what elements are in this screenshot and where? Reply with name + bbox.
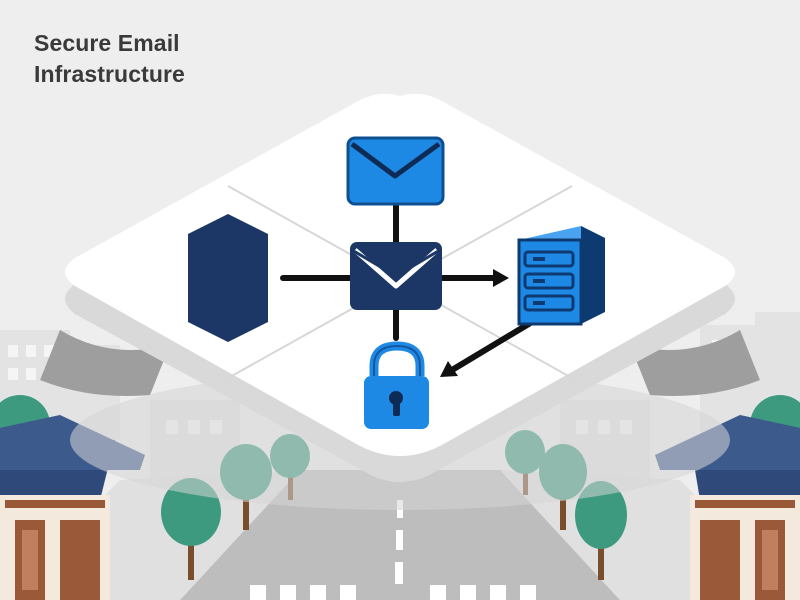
envelope-icon xyxy=(350,242,442,310)
support-left xyxy=(40,330,170,396)
padlock-icon xyxy=(364,341,429,429)
arrowhead-right xyxy=(493,269,509,287)
title-line-1: Secure Email xyxy=(34,30,180,56)
support-right xyxy=(630,330,760,396)
page-title: Secure Email Infrastructure xyxy=(34,28,185,90)
connectors xyxy=(280,200,535,373)
envelope-icon xyxy=(346,136,445,206)
arrow-to-lock xyxy=(449,319,535,373)
traditional-building-left xyxy=(0,415,145,600)
title-line-2: Infrastructure xyxy=(34,61,185,87)
hexagon-icon xyxy=(188,214,268,342)
arrowhead-lock xyxy=(440,361,458,377)
server-icon xyxy=(517,226,605,326)
